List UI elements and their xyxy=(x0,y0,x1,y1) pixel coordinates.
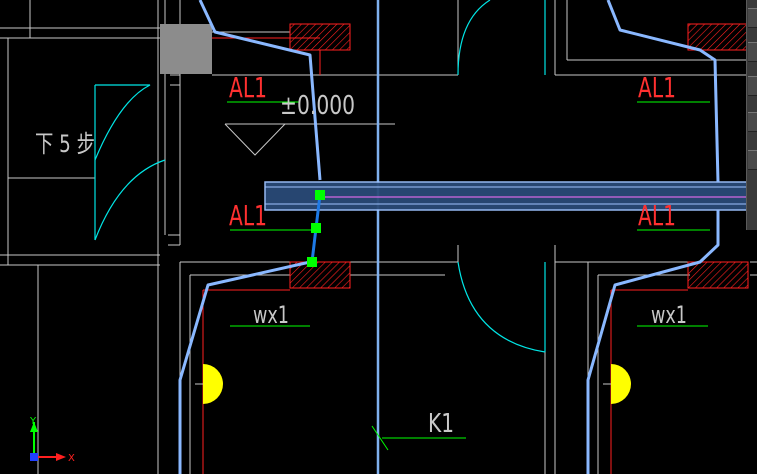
label-elevation: ±0.000 xyxy=(280,91,355,121)
toolbar-button-5[interactable] xyxy=(748,150,757,170)
label-wx1-left: wx1 xyxy=(253,301,289,329)
grip-bottom[interactable] xyxy=(307,257,317,267)
column-block xyxy=(160,24,212,74)
wires xyxy=(178,0,720,474)
label-wx1-right: wx1 xyxy=(651,301,687,329)
distribution-panels xyxy=(289,23,749,289)
label-al1-top-right: AL1 xyxy=(638,71,676,104)
label-k1: K1 xyxy=(428,409,454,439)
label-al1-mid-right: AL1 xyxy=(638,199,676,232)
labels: AL1 AL1 AL1 AL1 ±0.000 下 5 步 wx1 wx1 K1 xyxy=(35,71,687,439)
panel-mid-left xyxy=(289,261,351,289)
lamp-right xyxy=(611,364,631,404)
toolbar-button-3[interactable] xyxy=(748,76,757,96)
ucs-icon: Y X xyxy=(29,416,75,464)
ucs-y-label: Y xyxy=(29,416,37,427)
panel-top-left xyxy=(289,23,351,51)
panel-mid-right xyxy=(687,261,749,289)
selected-wire[interactable] xyxy=(307,190,325,267)
panel-top-right xyxy=(687,23,749,51)
label-leaders xyxy=(227,101,710,451)
lamps xyxy=(195,364,631,404)
ucs-x-label: X xyxy=(68,453,75,464)
grip-middle[interactable] xyxy=(311,223,321,233)
doors xyxy=(94,0,546,353)
toolbar-button-1[interactable] xyxy=(748,8,757,28)
cable-tray[interactable] xyxy=(264,181,757,211)
toolbar-button-2[interactable] xyxy=(748,42,757,62)
toolbar-button-4[interactable] xyxy=(748,112,757,132)
label-stairs: 下 5 步 xyxy=(35,130,95,158)
navigation-toolbar xyxy=(746,0,757,230)
elevation-marker xyxy=(224,123,286,156)
label-al1-top-left: AL1 xyxy=(229,71,267,104)
grip-top[interactable] xyxy=(315,190,325,200)
label-al1-mid-left: AL1 xyxy=(229,199,267,232)
lamp-left xyxy=(203,364,223,404)
